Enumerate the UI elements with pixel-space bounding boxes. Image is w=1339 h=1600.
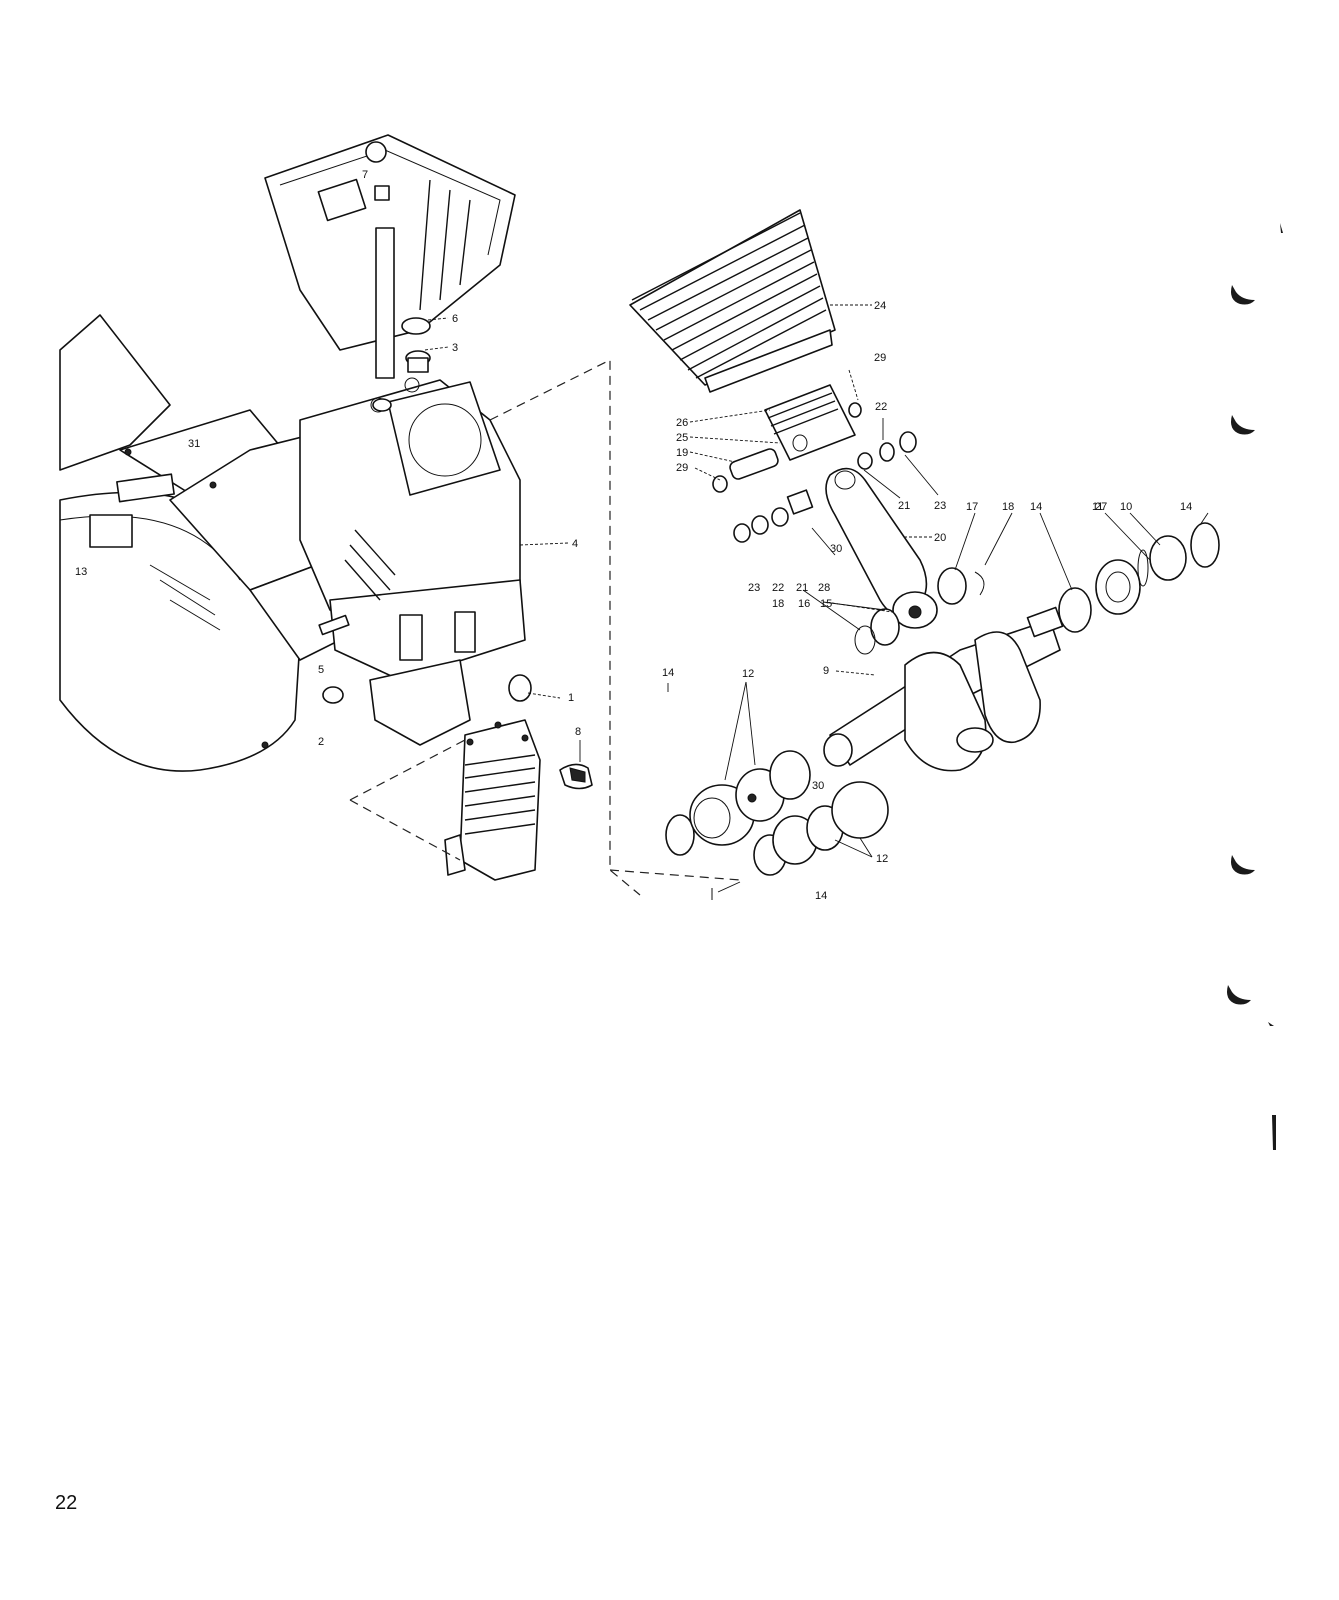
piston [729, 384, 856, 480]
callout-30-b: 30 [812, 780, 824, 792]
callout-22-a: 22 [875, 401, 887, 413]
oil-sump-funnel [264, 134, 516, 379]
crankcase-body [299, 377, 526, 746]
cylinder-barrel [629, 209, 836, 393]
connecting-rod [825, 467, 938, 629]
callout-14-a: 14 [662, 667, 674, 679]
callout-27: 27 [1095, 501, 1107, 513]
callout-12-a: 12 [742, 668, 754, 680]
crankshaft [823, 606, 1064, 772]
callout-21-b: 21 [796, 582, 808, 594]
callout-13: 13 [75, 566, 87, 578]
callout-19: 19 [676, 447, 688, 459]
callout-10: 10 [1120, 501, 1132, 513]
callout-20: 20 [934, 532, 946, 544]
callout-14-b: 14 [815, 890, 827, 902]
callout-3: 3 [452, 342, 458, 354]
callout-26: 26 [676, 417, 688, 429]
callout-9: 9 [823, 665, 829, 677]
scan-margin-marks [1227, 223, 1283, 1150]
label-plate-13 [89, 514, 133, 548]
page-number: 22 [55, 1492, 78, 1514]
callout-29-b: 29 [676, 462, 688, 474]
callout-8: 8 [575, 726, 581, 738]
callout-1: 1 [568, 692, 574, 704]
callout-14-c: 14 [1030, 501, 1042, 513]
callout-14-d: 14 [1180, 501, 1192, 513]
callout-23-a: 23 [934, 500, 946, 512]
callout-5: 5 [318, 664, 324, 676]
callout-4: 4 [572, 538, 578, 550]
callout-23-b: 23 [748, 582, 760, 594]
callout-30-a: 30 [830, 543, 842, 555]
small-parts-left [318, 317, 593, 790]
callout-18-b: 18 [772, 598, 784, 610]
callout-2: 2 [318, 736, 324, 748]
oil-cooler-block [444, 719, 541, 881]
lower-bearing-group [665, 750, 889, 900]
callout-15: 15 [820, 598, 832, 610]
callout-7: 7 [362, 169, 368, 181]
callout-18-a: 18 [1002, 501, 1014, 513]
callout-12-b: 12 [876, 853, 888, 865]
bearings-and-rings [712, 402, 1220, 655]
callout-29-a: 29 [874, 352, 886, 364]
assembly-guide-lines [349, 359, 741, 896]
callout-16: 16 [798, 598, 810, 610]
callout-28: 28 [818, 582, 830, 594]
label-plate-31 [116, 473, 175, 503]
callout-6: 6 [452, 313, 458, 325]
callout-25: 25 [676, 432, 688, 444]
callout-21-a: 21 [898, 500, 910, 512]
callout-11: 11 [1092, 501, 1103, 513]
callout-31: 31 [188, 438, 200, 450]
callout-24: 24 [874, 300, 886, 312]
leader-lines [424, 304, 1209, 858]
callout-22-b: 22 [772, 582, 784, 594]
callout-17: 17 [966, 501, 978, 513]
callout-numbers: 1 2 3 4 5 6 7 8 9 10 11 12 12 13 14 14 1… [75, 169, 1192, 902]
